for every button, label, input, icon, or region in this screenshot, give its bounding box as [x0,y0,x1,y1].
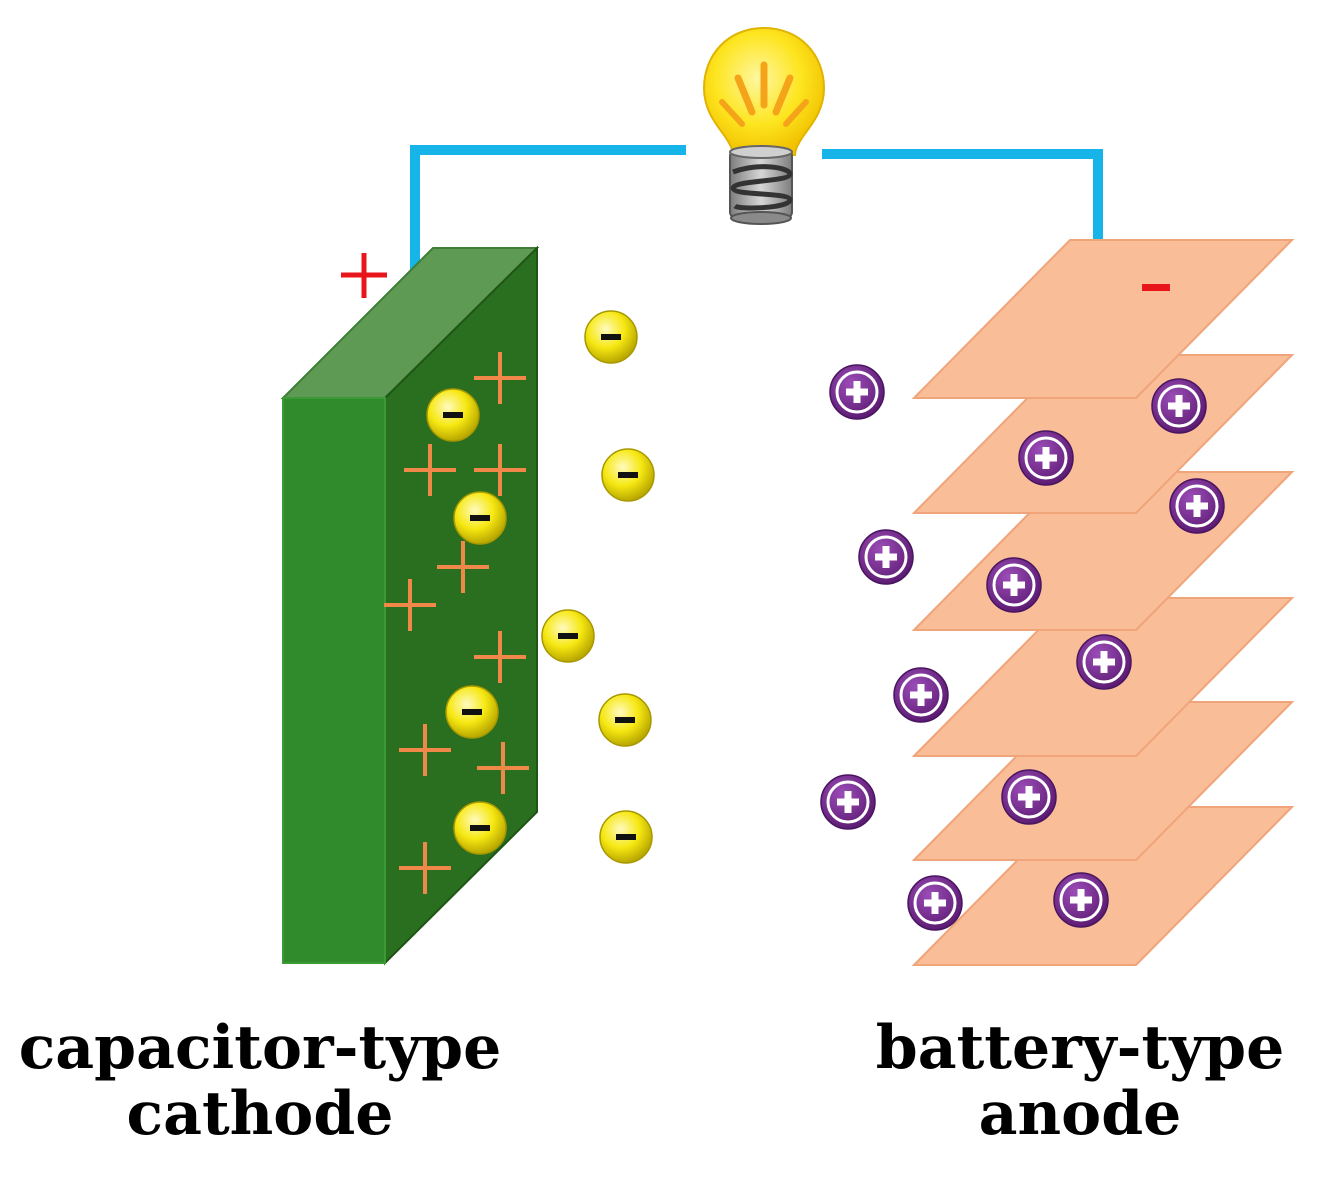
minus-ion-icon [601,448,655,502]
plus-ion-icon [1053,872,1109,928]
plus-ion-icon [1001,769,1057,825]
minus-ion-icon [426,388,480,442]
cathode-surface-charges [384,352,529,894]
surface-positive-charge [474,631,526,683]
negative-terminal-sign [1142,284,1170,291]
minus-ion-icon [584,310,638,364]
surface-positive-charge [477,742,529,794]
positive-terminal-sign [341,253,387,298]
electrolyte-ions [426,310,1225,931]
plus-ion-icon [907,875,963,931]
anode-caption-line1: battery-type [875,1013,1285,1083]
minus-ion-icon [445,685,499,739]
plus-ion-icon [1169,478,1225,534]
plus-ion-icon [1151,378,1207,434]
cathode-caption-line1: capacitor-type [18,1013,502,1083]
battery-type-anode [911,239,1295,966]
minus-ion-icon [541,609,595,663]
plus-ion-icon [858,529,914,585]
minus-ion-icon [453,491,507,545]
cathode-caption-line2: cathode [126,1079,394,1149]
plus-ion-icon [820,774,876,830]
surface-positive-charge [399,842,451,894]
anode-caption: battery-type anode [850,1015,1310,1147]
surface-positive-charge [474,444,526,496]
plus-ion-icon [893,667,949,723]
plus-ion-icon [1018,430,1074,486]
surface-positive-charge [474,352,526,404]
surface-positive-charge [399,724,451,776]
minus-ion-icon [598,693,652,747]
capacitor-type-cathode [280,245,540,966]
surface-positive-charge [404,444,456,496]
surface-positive-charge [384,579,436,631]
surface-positive-charge [437,541,489,593]
plus-ion-icon [829,364,885,420]
plus-ion-icon [1076,634,1132,690]
anode-sheet [911,239,1295,399]
light-bulb-icon [702,26,826,225]
wire-left [410,145,686,310]
plus-ion-icon [986,557,1042,613]
minus-ion-icon [599,810,653,864]
anode-caption-line2: anode [978,1079,1182,1149]
minus-ion-icon [453,801,507,855]
cathode-caption: capacitor-type cathode [0,1015,520,1147]
